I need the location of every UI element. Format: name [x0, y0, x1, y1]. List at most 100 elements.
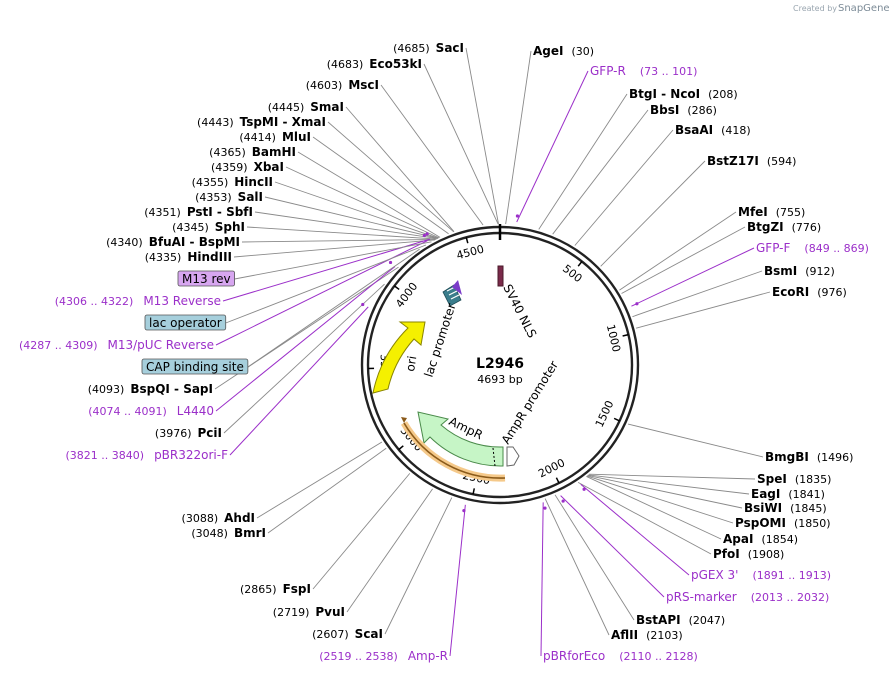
primer-name: GFP-F [756, 241, 791, 255]
site-leader-msci [380, 84, 484, 226]
site-name: BspQI - SapI [130, 382, 213, 396]
primer-name: pRS-marker [666, 590, 737, 604]
site-label-sphi[interactable]: SphI(4345) [172, 220, 245, 234]
site-name: BmgBI [765, 450, 809, 464]
site-label-btgzi[interactable]: BtgZI(776) [747, 220, 821, 234]
snapgene-credit: Created by SnapGene [793, 3, 890, 14]
boxed-feature-lac-operator[interactable]: lac operator [144, 314, 227, 331]
site-position: (1845) [790, 502, 827, 515]
site-label-sali[interactable]: SalI(4353) [195, 190, 263, 204]
boxed-feature-leader [234, 241, 432, 280]
site-label-aflii[interactable]: AflII(2103) [611, 628, 683, 642]
site-position: (4445) [268, 101, 305, 114]
site-position: (776) [792, 221, 822, 234]
site-position: (594) [767, 155, 797, 168]
site-position: (3976) [155, 427, 192, 440]
site-label-bspqi-sapi[interactable]: BspQI - SapI(4093) [88, 382, 213, 396]
site-labels: SacI (4685) Eco53kI(4683) MscI(4603) SmaI (44… [19, 41, 869, 663]
site-name: SacI [436, 41, 464, 55]
primer-name: pBRforEco [543, 649, 605, 663]
primer-label-pbr322ori-f[interactable]: pBR322ori-F(3821 .. 3840) [66, 448, 229, 462]
site-name: PvuI [315, 605, 345, 619]
site-label-msci[interactable]: MscI(4603) [306, 78, 379, 92]
primer-range: (1891 .. 1913) [752, 569, 831, 582]
site-label-pspomi[interactable]: PspOMI(1850) [735, 516, 831, 530]
site-position: (4685) [393, 42, 430, 55]
site-label-mlui[interactable]: MluI(4414) [239, 130, 311, 144]
primer-label-m13-reverse[interactable]: M13 Reverse(4306 .. 4322) [55, 294, 221, 308]
primer-label-pbrforeco[interactable]: pBRforEco(2110 .. 2128) [543, 649, 698, 663]
site-label-fspi[interactable]: FspI(2865) [240, 582, 311, 596]
site-position: (4359) [211, 161, 248, 174]
site-label-spei[interactable]: SpeI(1835) [757, 472, 831, 486]
site-label-psti-sbfi[interactable]: PstI - SbfI(4351) [144, 205, 253, 219]
feature-lac-promoter-arrow[interactable] [442, 280, 462, 307]
primer-label-m13-puc-reverse[interactable]: M13/pUC Reverse(4287 .. 4309) [19, 338, 214, 352]
site-label-apai[interactable]: ApaI(1854) [723, 532, 798, 546]
site-label-bsmi[interactable]: BsmI(912) [764, 264, 835, 278]
primer-range: (849 .. 869) [804, 242, 869, 255]
site-label-hincii[interactable]: HincII(4355) [192, 175, 273, 189]
primer-label-l4440[interactable]: L4440(4074 .. 4091) [88, 404, 214, 418]
feature-ori-arrow[interactable] [372, 321, 426, 394]
site-label-smai[interactable]: SmaI (4445) [268, 100, 344, 114]
site-label-hindiii[interactable]: HindIII(4335) [145, 250, 232, 264]
site-position: (1854) [761, 533, 798, 546]
site-label-eagi[interactable]: EagI(1841) [751, 487, 825, 501]
boxed-feature-leader [247, 248, 420, 368]
site-name: AhdI [224, 511, 255, 525]
site-leader-mfei [619, 211, 737, 291]
site-label-bstz17i[interactable]: BstZ17I(594) [707, 154, 796, 168]
site-label-bfuai-bspmi[interactable]: BfuAI - BspMI(4340) [106, 235, 240, 249]
boxed-feature-m13-rev[interactable]: M13 rev [177, 270, 235, 287]
site-label-saci[interactable]: SacI (4685) [393, 41, 464, 55]
site-label-bamhi[interactable]: BamHI(4365) [209, 145, 296, 159]
boxed-feature-box [144, 314, 227, 331]
leader-lines [214, 47, 771, 657]
primer-range: (4287 .. 4309) [19, 339, 98, 352]
site-label-bsiwi[interactable]: BsiWI(1845) [744, 501, 827, 515]
site-label-btgi-ncoi[interactable]: BtgI - NcoI(208) [629, 87, 738, 101]
site-label-bmri[interactable]: BmrI(3048) [191, 526, 266, 540]
site-label-agei[interactable]: AgeI(30) [533, 44, 594, 58]
site-position: (4443) [197, 116, 234, 129]
site-label-xbai[interactable]: XbaI(4359) [211, 160, 284, 174]
site-label-ahdi[interactable]: AhdI(3088) [182, 511, 255, 525]
feature-orange-arrowhead [401, 417, 407, 423]
site-name: AflII [611, 628, 638, 642]
site-label-bsaai[interactable]: BsaAI(418) [675, 123, 751, 137]
primer-label-gfp-f[interactable]: GFP-F (849 .. 869) [756, 241, 869, 255]
site-label-ecori[interactable]: EcoRI(976) [772, 285, 847, 299]
feature-ampr-arrow[interactable] [417, 411, 504, 467]
site-label-eco53ki[interactable]: Eco53kI(4683) [327, 57, 422, 71]
primer-leader-gfp-f [631, 247, 755, 307]
site-leader-pcii [223, 283, 385, 434]
site-name: BmrI [234, 526, 266, 540]
site-label-tspmi-xmai[interactable]: TspMI - XmaI(4443) [197, 115, 326, 129]
bp-tick-label: 4500 [455, 243, 485, 263]
site-name: SmaI [310, 100, 344, 114]
site-label-pvui[interactable]: PvuI(2719) [273, 605, 345, 619]
site-label-pcii[interactable]: PciI(3976) [155, 426, 222, 440]
feature-ampr-dashed [492, 447, 496, 467]
site-label-mfei[interactable]: MfeI(755) [738, 205, 805, 219]
site-label-bmgbi[interactable]: BmgBI(1496) [765, 450, 853, 464]
site-label-scai[interactable]: ScaI(2607) [312, 627, 383, 641]
boxed-feature-cap-binding-site[interactable]: CAP binding site [141, 358, 249, 375]
site-label-bstapi[interactable]: BstAPI(2047) [636, 613, 725, 627]
feature-orange-strand [403, 422, 506, 479]
site-position: (2865) [240, 583, 277, 596]
feature-sv40-nls-arrow[interactable] [497, 265, 504, 287]
primer-leader-prs-marker [560, 495, 665, 598]
site-leader-agei [505, 50, 532, 225]
primer-label-prs-marker[interactable]: pRS-marker(2013 .. 2032) [666, 590, 829, 604]
site-leader-ecori [635, 291, 771, 329]
primer-label-amp-r[interactable]: Amp-R(2519 .. 2538) [319, 649, 448, 663]
primer-range: (73 .. 101) [640, 65, 698, 78]
feature-ampr-promoter-arrow[interactable] [506, 446, 520, 467]
primer-label-gfp-r[interactable]: GFP-R(73 .. 101) [590, 64, 697, 78]
site-label-bbsi[interactable]: BbsI(286) [650, 103, 717, 117]
site-label-pfoi[interactable]: PfoI(1908) [713, 547, 784, 561]
site-position: (418) [721, 124, 751, 137]
primer-label-pgex-3[interactable]: pGEX 3'(1891 .. 1913) [691, 568, 831, 582]
